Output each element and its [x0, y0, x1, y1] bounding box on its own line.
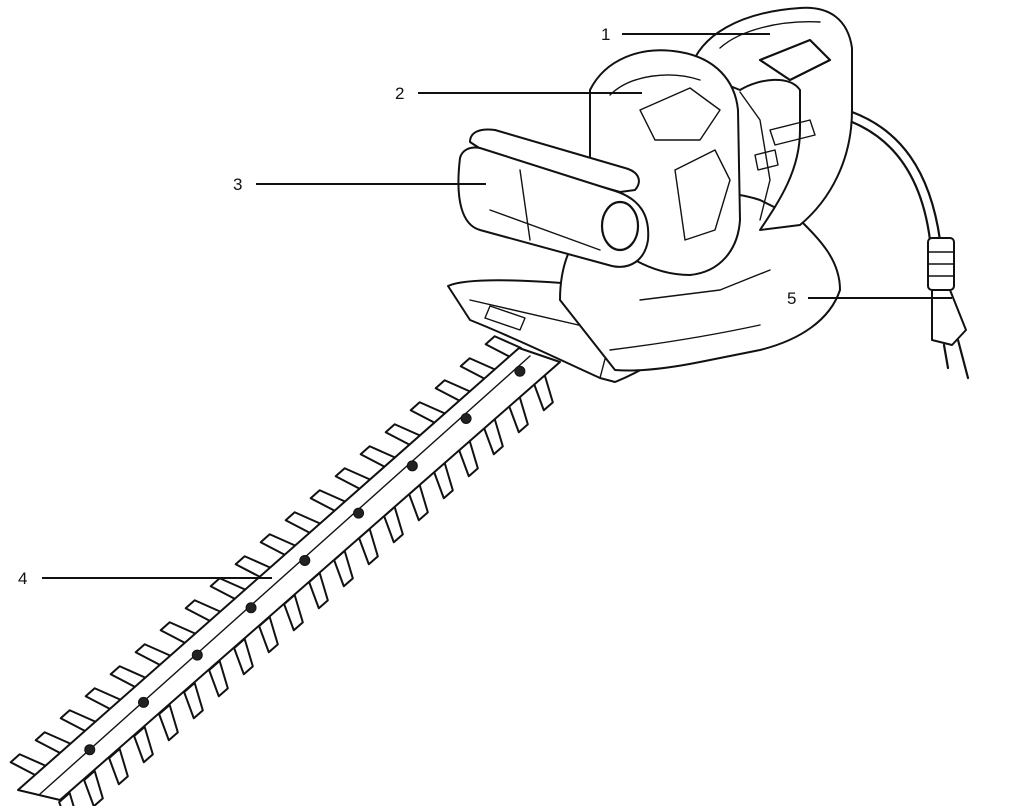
blade-assembly [9, 335, 561, 806]
callout-4: 4 [18, 569, 27, 588]
blade-tooth [58, 791, 75, 806]
blade-rivet [406, 460, 418, 472]
blade-rivet [138, 696, 150, 708]
blade-rivet [245, 602, 257, 614]
callout-leaders [42, 33, 952, 579]
blade-center-line [39, 355, 531, 795]
callout-1: 1 [601, 25, 610, 44]
blade-rivet [84, 744, 96, 756]
power-cord [850, 110, 970, 380]
blade-rivet [191, 649, 203, 661]
front-handle [457, 128, 650, 268]
rear-handle [689, 6, 853, 231]
blade-teeth [9, 335, 554, 806]
callout-labels: 1 2 3 4 5 [18, 25, 796, 588]
blade-bar [17, 347, 561, 801]
blade-rivet [299, 554, 311, 566]
blade-rivets [84, 365, 526, 756]
callout-2: 2 [395, 84, 404, 103]
callout-5: 5 [787, 289, 796, 308]
callout-3: 3 [233, 175, 242, 194]
blade-rivet [460, 413, 472, 425]
blade-rivet [514, 365, 526, 377]
blade-rivet [353, 507, 365, 519]
